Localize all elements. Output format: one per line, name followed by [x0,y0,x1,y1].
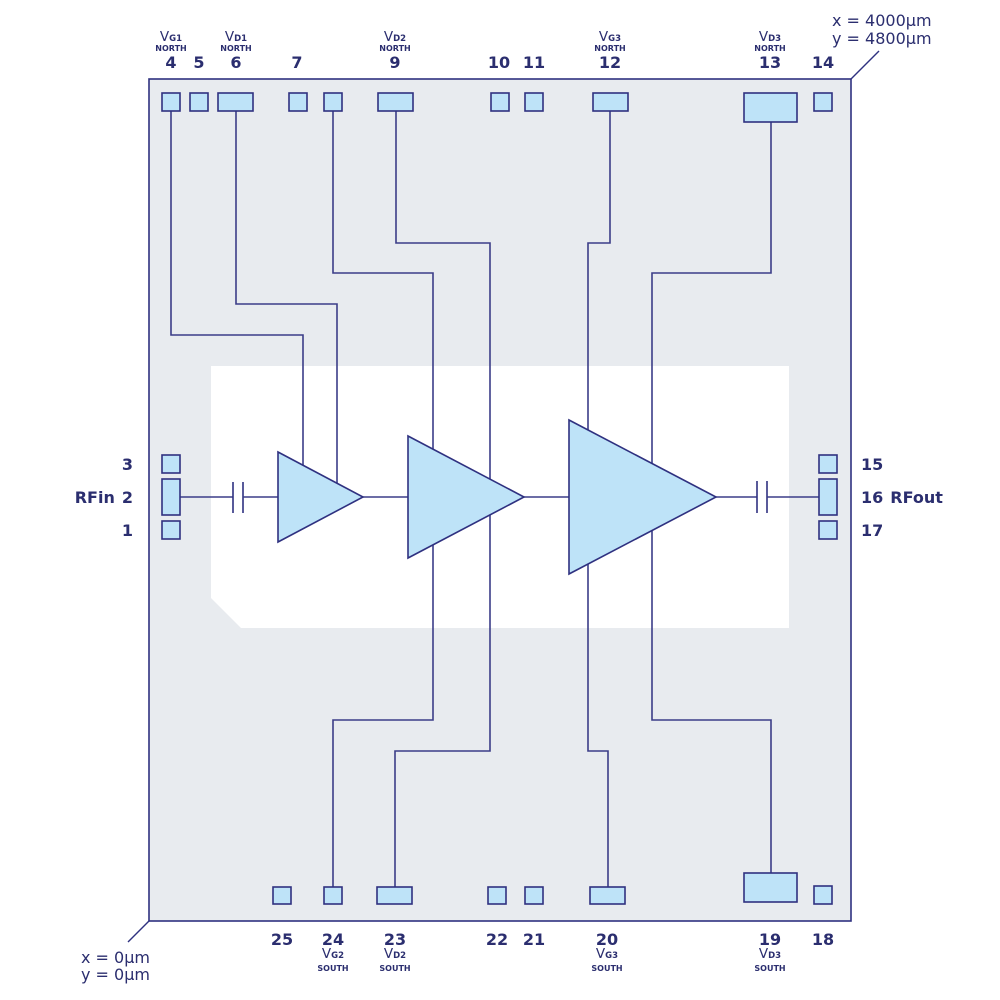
signal-label: VG3 [599,29,621,45]
side-label: NORTH [594,44,625,53]
signal-label: VD2 [384,29,406,45]
top-right-y-coordinate: y = 4800μm [832,29,932,48]
pad-11 [524,92,544,112]
amplifier-stage-2-icon [407,434,526,560]
top-right-leader-line [850,50,880,80]
north-label-6: VD1 NORTH 6 [220,29,251,72]
pad-10 [490,92,510,112]
pad-20 [589,886,626,905]
amplifier-stage-1-icon [277,450,365,544]
south-label-19: 19 VD3 SOUTH [754,930,785,973]
south-label-18: 18 [812,930,834,949]
north-label-12: VG3 NORTH 12 [594,29,625,72]
south-label-23: 23 VD2 SOUTH [379,930,410,973]
pad-9 [377,92,414,112]
south-label-21: 21 [523,930,545,949]
north-label-11: 11 [523,53,545,72]
north-label-14: 14 [812,53,834,72]
side-label: SOUTH [317,964,348,973]
signal-label: VG1 [160,29,182,45]
north-label-7: 7 [291,53,302,72]
east-label-15: 15 [861,455,883,474]
signal-label: VG3 [596,946,618,962]
pad-23 [376,886,413,905]
pad-6 [217,92,254,112]
pad-number: 4 [165,53,176,72]
south-label-25: 25 [271,930,293,949]
pad-number: 12 [599,53,621,72]
signal-label: VD2 [384,946,406,962]
bottom-left-y-coordinate: y = 0μm [81,965,150,984]
pad-1 [161,520,181,540]
side-label: NORTH [220,44,251,53]
wire-vg1-north [170,111,304,497]
north-label-5: 5 [193,53,204,72]
pad-number: 9 [389,53,400,72]
pad-21 [524,886,544,905]
side-label: SOUTH [379,964,410,973]
pad-2-rfin [161,478,181,516]
south-label-24: 24 VG2 SOUTH [317,930,348,973]
pad-19 [743,872,798,903]
pad-15 [818,454,838,474]
pad-5 [189,92,209,112]
side-label: SOUTH [754,964,785,973]
east-label-17: 17 [861,521,883,540]
side-label: NORTH [155,44,186,53]
top-right-x-coordinate: x = 4000μm [832,11,932,30]
side-label: NORTH [379,44,410,53]
pad-8 [323,92,343,112]
pad-14 [813,92,833,112]
pad-13 [743,92,798,123]
south-label-20: 20 VG3 SOUTH [591,930,622,973]
pad-number: 19 [759,930,781,949]
bottom-left-leader-line [127,920,150,943]
bottom-left-x-coordinate: x = 0μm [81,948,150,967]
pad-number: 6 [230,53,241,72]
pad-7 [288,92,308,112]
pad-22 [487,886,507,905]
wire-vd1-north [235,111,338,497]
amplifier-stage-3-icon [568,418,718,576]
pad-25 [272,886,292,905]
pad-18 [813,885,833,905]
north-label-13: VD3 NORTH 13 [754,29,785,72]
pad-3 [161,454,181,474]
signal-label: VD3 [759,29,781,45]
side-label: SOUTH [591,964,622,973]
pad-number: 23 [384,930,406,949]
pad-4 [161,92,181,112]
pad-17 [818,520,838,540]
pad-number: 24 [322,930,344,949]
signal-label: VG2 [322,946,344,962]
pad-12 [592,92,629,112]
north-label-10: 10 [488,53,510,72]
signal-label: VD1 [225,29,247,45]
pad-number: 13 [759,53,781,72]
signal-label: VD3 [759,946,781,962]
south-label-22: 22 [486,930,508,949]
pad-24 [323,886,343,905]
west-label-1: 1 [122,521,133,540]
north-label-9: VD2 NORTH 9 [379,29,410,72]
pad-number: 20 [596,930,618,949]
north-label-4: VG1 NORTH 4 [155,29,186,72]
side-label: NORTH [754,44,785,53]
pad-16-rfout [818,478,838,516]
west-label-3: 3 [122,455,133,474]
